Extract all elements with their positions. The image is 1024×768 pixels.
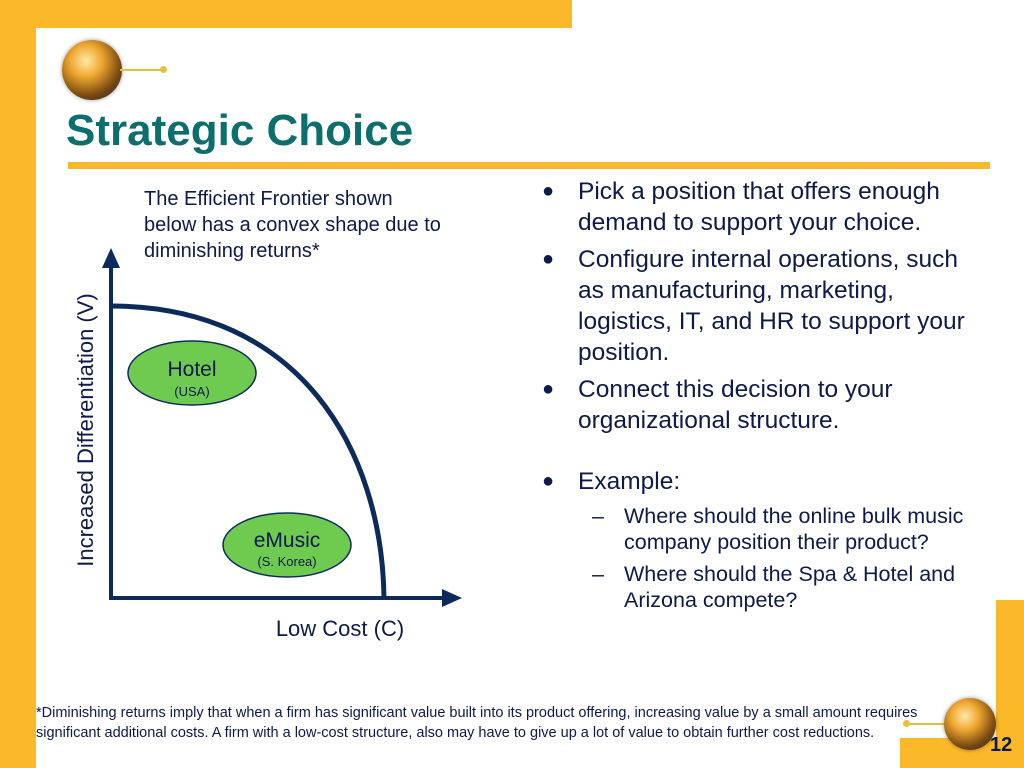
- bullet-dot-icon: ●: [542, 180, 555, 202]
- dash-icon: –: [592, 504, 604, 528]
- hotel-point: [127, 340, 257, 406]
- sub-bullet-item: –Where should the online bulk music comp…: [578, 503, 980, 555]
- globe-logo-icon: [62, 40, 122, 100]
- hotel-sublabel: (USA): [174, 384, 209, 399]
- bullet-text: Pick a position that offers enough deman…: [578, 178, 940, 236]
- chart-caption: The Efficient Frontier shown below has a…: [144, 188, 441, 262]
- frontier-curve: [110, 303, 387, 599]
- globe-logo-icon: [944, 698, 996, 750]
- sub-bullet-text: Where should the online bulk music compa…: [624, 504, 964, 554]
- globe-pointer-dot: [903, 720, 910, 727]
- title-underline: [68, 162, 990, 169]
- y-axis-label: Increased Differentiation (V): [73, 293, 98, 567]
- bullet-item: ● Pick a position that offers enough dema…: [540, 176, 980, 238]
- emusic-label: eMusic: [254, 529, 321, 552]
- y-axis-arrowhead: [102, 248, 120, 268]
- emusic-sublabel: (S. Korea): [257, 554, 316, 569]
- sub-bullet-item: –Where should the Spa & Hotel and Arizon…: [578, 561, 980, 613]
- globe-pointer-line: [120, 69, 162, 71]
- bullet-text: Configure internal operations, such as m…: [578, 246, 965, 366]
- bullet-text: Connect this decision to your organizati…: [578, 376, 893, 434]
- globe-pointer-line: [908, 723, 946, 725]
- bullet-text: Example:: [578, 468, 681, 495]
- bullet-list: ● Pick a position that offers enough dema…: [540, 176, 980, 619]
- globe-pointer-dot: [160, 66, 167, 73]
- bullet-item: ● Example: –Where should the online bulk …: [540, 466, 980, 613]
- hotel-label: Hotel: [167, 358, 216, 381]
- dash-icon: –: [592, 562, 604, 586]
- efficient-frontier-chart: Increased Differentiation (V) Hotel (USA…: [73, 248, 462, 641]
- sub-bullet-list: –Where should the online bulk music comp…: [578, 503, 980, 613]
- bullet-dot-icon: ●: [542, 378, 555, 400]
- bullet-dot-icon: ●: [542, 248, 555, 270]
- page-title: Strategic Choice: [66, 106, 414, 155]
- frame-top-bar: [0, 0, 572, 28]
- x-axis-arrowhead: [442, 589, 462, 607]
- bullet-dot-icon: ●: [542, 470, 555, 492]
- x-axis-label: Low Cost (C): [276, 616, 404, 641]
- slide-number: 12: [990, 734, 1013, 756]
- bullet-item: ● Configure internal operations, such as …: [540, 244, 980, 368]
- emusic-point: [222, 512, 352, 578]
- sub-bullet-text: Where should the Spa & Hotel and Arizona…: [624, 562, 956, 612]
- bullet-item: ● Connect this decision to your organizat…: [540, 374, 980, 436]
- footnote: *Diminishing returns imply that when a f…: [36, 705, 918, 741]
- frame-left-bar: [0, 0, 36, 768]
